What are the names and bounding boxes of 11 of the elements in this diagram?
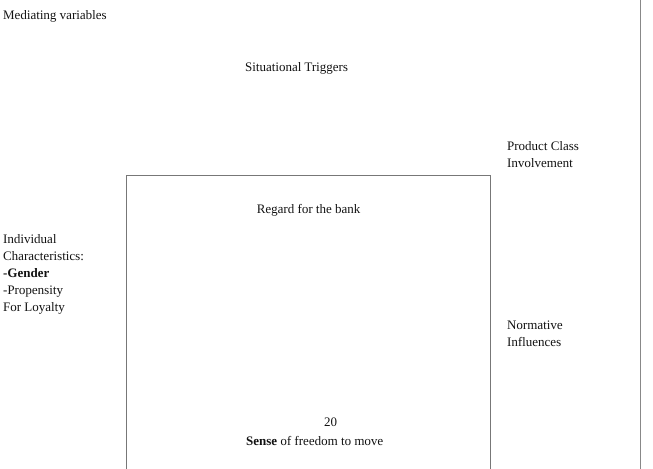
box-heading: Regard for the bank (256, 200, 360, 217)
label: Individual Characteristics: (3, 230, 85, 264)
label: Product Class Involvement (507, 137, 580, 171)
box-text: Sense of freedom to move (246, 432, 384, 449)
list-item: -Gender (3, 264, 50, 281)
list-item: -Propensity For Loyalty (3, 281, 66, 315)
frame-box (126, 175, 491, 469)
label: Situational Triggers (245, 58, 348, 75)
page-number: 20 (324, 413, 337, 430)
label: Normative Influences (507, 316, 564, 350)
heading: Mediating variables (3, 6, 107, 23)
